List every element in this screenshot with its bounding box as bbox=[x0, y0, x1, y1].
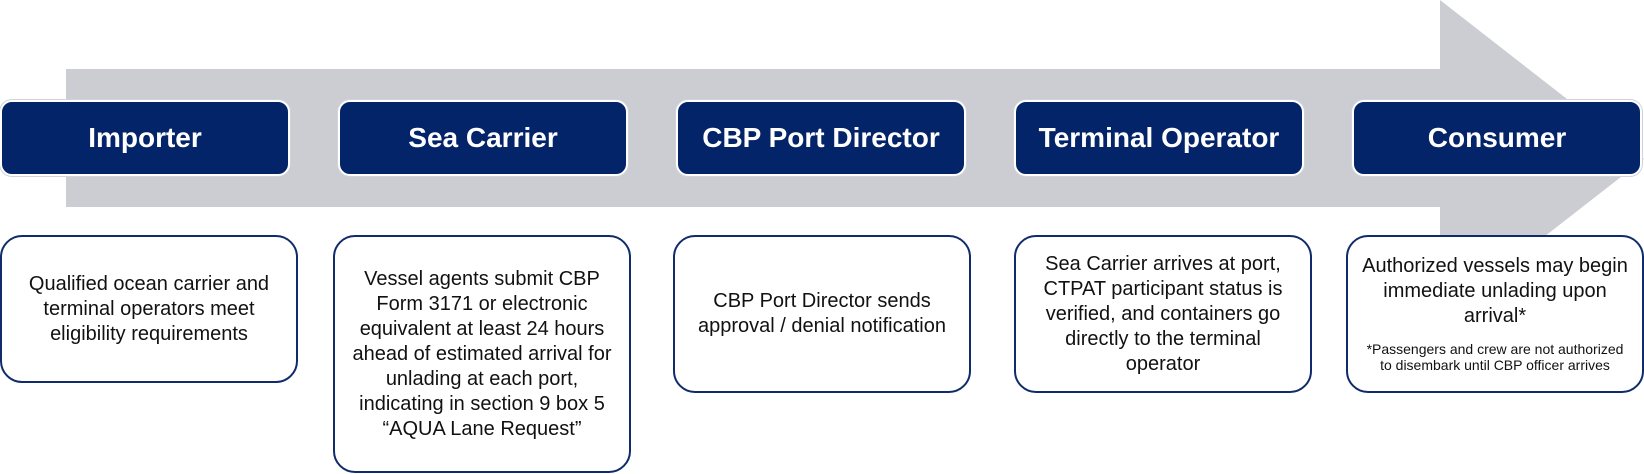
step-description-box-terminal-operator: Sea Carrier arrives at port, CTPAT parti… bbox=[1014, 235, 1312, 393]
step-description-box-consumer: Authorized vessels may begin immediate u… bbox=[1346, 235, 1644, 393]
step-header-cbp-port-director: CBP Port Director bbox=[676, 100, 966, 176]
step-footnote: *Passengers and crew are not authorized … bbox=[1366, 340, 1624, 373]
step-header-consumer: Consumer bbox=[1352, 100, 1642, 176]
step-title: Consumer bbox=[1427, 122, 1567, 153]
step-description: CBP Port Director sends approval / denia… bbox=[698, 290, 946, 337]
step-title: Importer bbox=[88, 122, 202, 153]
step-title: Terminal Operator bbox=[1038, 122, 1280, 153]
step-description-box-importer: Qualified ocean carrier and terminal ope… bbox=[0, 235, 298, 383]
step-description-box-sea-carrier: Vessel agents submit CBP Form 3171 or el… bbox=[333, 235, 631, 473]
step-description: Vessel agents submit CBP Form 3171 or el… bbox=[352, 267, 612, 440]
step-description: Qualified ocean carrier and terminal ope… bbox=[28, 272, 270, 345]
step-title: Sea Carrier bbox=[408, 122, 558, 153]
step-description: Authorized vessels may begin immediate u… bbox=[1362, 254, 1628, 327]
step-header-importer: Importer bbox=[0, 100, 290, 176]
step-description: Sea Carrier arrives at port, CTPAT parti… bbox=[1043, 252, 1283, 375]
step-title: CBP Port Director bbox=[702, 122, 940, 153]
step-header-sea-carrier: Sea Carrier bbox=[338, 100, 628, 176]
step-header-terminal-operator: Terminal Operator bbox=[1014, 100, 1304, 176]
step-description-box-cbp-port-director: CBP Port Director sends approval / denia… bbox=[673, 235, 971, 393]
